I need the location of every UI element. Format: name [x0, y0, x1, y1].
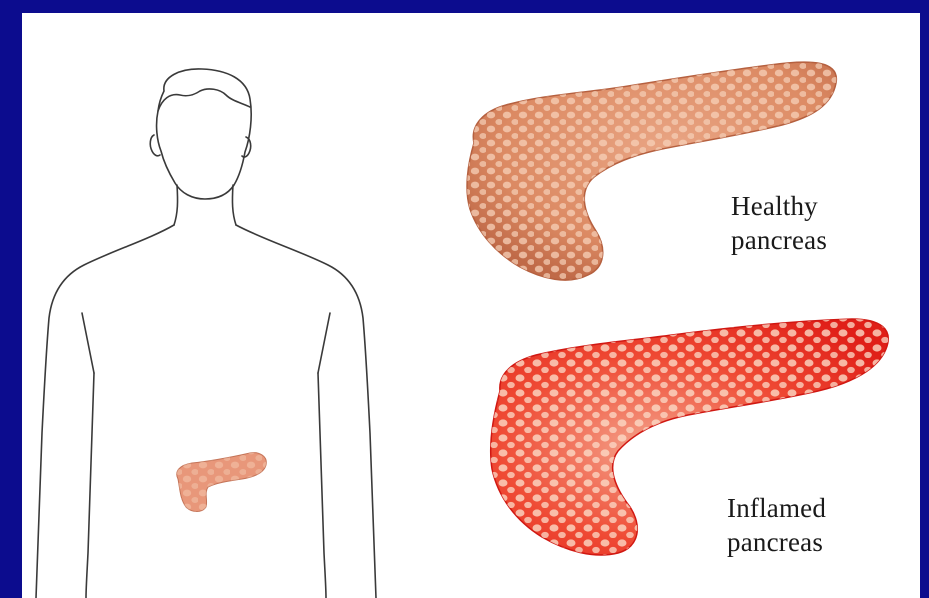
inflamed-label-line2: pancreas: [727, 525, 826, 559]
inflamed-pancreas-icon: [491, 319, 889, 555]
healthy-pancreas-label: Healthy pancreas: [731, 189, 827, 257]
inflamed-pancreas-label: Inflamed pancreas: [727, 491, 826, 559]
human-torso-outline-icon: [36, 69, 376, 598]
healthy-label-line1: Healthy: [731, 189, 827, 223]
inflamed-label-line1: Inflamed: [727, 491, 826, 525]
healthy-label-line2: pancreas: [731, 223, 827, 257]
body-pancreas-icon: [177, 453, 267, 512]
illustration-panel: Healthy pancreas Inflamed pancreas: [22, 13, 920, 598]
